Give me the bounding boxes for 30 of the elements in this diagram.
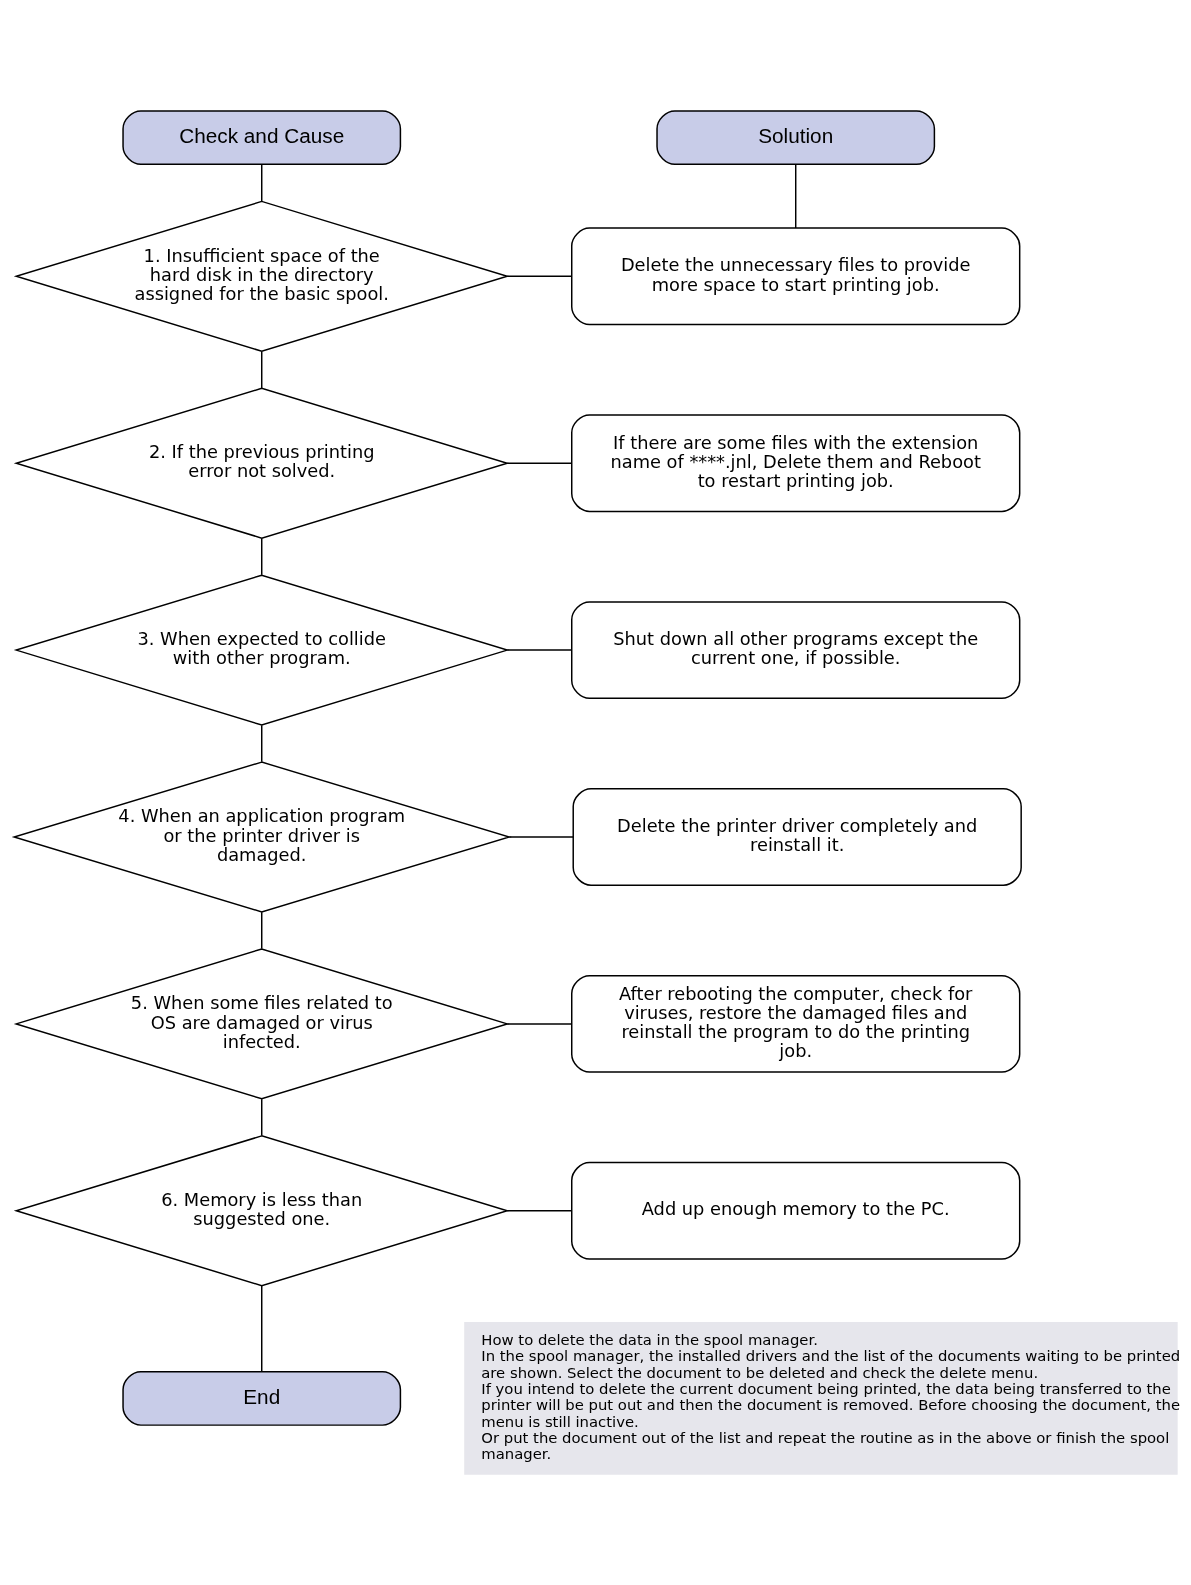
node-box: If there are some files with the extension name of ****.jnl, Delete them and Reboot to restart printing job. [571, 414, 1021, 513]
connector [261, 163, 263, 203]
connector [506, 649, 573, 651]
node-box: Delete the unnecessary files to provide more space to start printing job. [571, 227, 1021, 326]
connector [261, 1098, 263, 1137]
node-box: Solution [656, 110, 936, 166]
connector [794, 163, 797, 229]
connector [506, 462, 573, 464]
connector [261, 911, 263, 950]
connector [261, 724, 263, 763]
node-box: Check and Cause [122, 110, 402, 166]
connector [506, 1023, 573, 1025]
node-diamond: 5. When some files related to OS are damaged or virus infected. [13, 948, 510, 1100]
node-box: End [122, 1371, 402, 1426]
connector [261, 1285, 263, 1373]
node-box: How to delete the data in the spool manager. In the spool manager, the installed drivers and the list of the documents waiting to be printed are shown. Select the document to be deleted and check the delete menu. If you intend to delete the current document being printed, the data being transferred to the printer will be put out and then the document is removed. Before choosing the document, the menu is still inactive. Or put the document out of the list and repeat the routine as in the above or finish the spool manager. [464, 1322, 1178, 1475]
connector [508, 836, 574, 838]
node-diamond: 6. Memory is less than suggested one. [13, 1135, 510, 1287]
node-box: After rebooting the computer, check for viruses, restore the damaged files and reinstall the program to do the printing job. [571, 974, 1021, 1073]
node-diamond: 3. When expected to collide with other program. [13, 574, 510, 726]
node-box: Delete the printer driver completely and reinstall it. [572, 788, 1022, 886]
connector [506, 275, 573, 278]
node-diamond: 1. Insufficient space of the hard disk in the directory assigned for the basic spool. [13, 200, 510, 352]
node-diamond: 4. When an application program or the printer driver is damaged. [11, 761, 512, 913]
connector [506, 1210, 573, 1212]
connector [261, 537, 263, 576]
node-diamond: 2. If the previous printing error not solved. [13, 387, 510, 539]
node-box: Add up enough memory to the PC. [571, 1161, 1021, 1260]
node-box: Shut down all other programs except the current one, if possible. [571, 601, 1021, 700]
connector [261, 350, 263, 389]
